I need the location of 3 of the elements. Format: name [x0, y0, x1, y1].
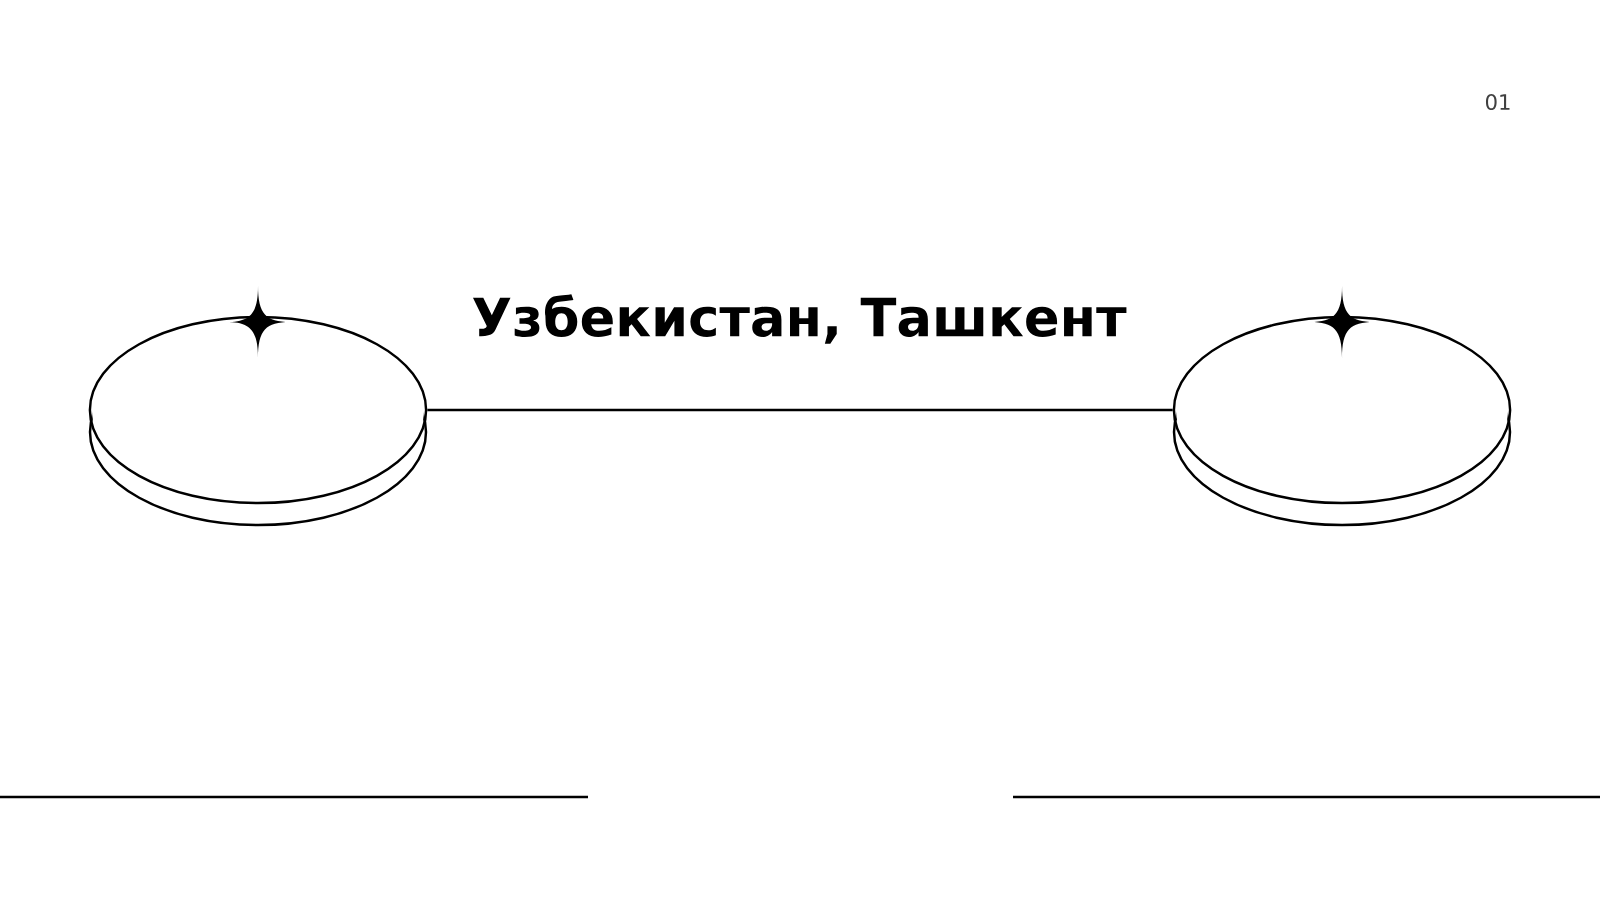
connector-line [427, 408, 1173, 412]
title: Узбекистан, Ташкент [472, 294, 1127, 344]
page-number: 01 [1485, 94, 1510, 110]
